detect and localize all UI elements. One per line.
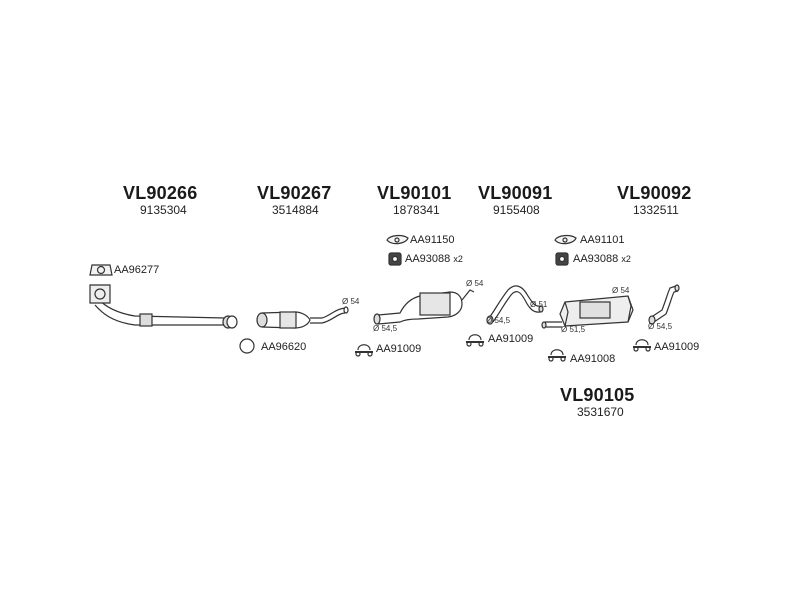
part-code-vl90092: VL90092 xyxy=(617,183,692,203)
clamp-icon xyxy=(355,344,373,357)
oem-number-vl90267: 3514884 xyxy=(272,203,319,217)
diameter-label: Ø 54 xyxy=(612,286,630,295)
flange-gasket-icon xyxy=(554,234,577,245)
part-code-vl90267: VL90267 xyxy=(257,183,332,203)
rubber-hanger-icon xyxy=(388,252,402,266)
fitting-label: AA93088 x2 xyxy=(573,253,631,265)
fitting-label: AA91008 xyxy=(570,353,616,365)
oem-number-vl90091: 9155408 xyxy=(493,203,540,217)
clamp-icon xyxy=(466,334,484,347)
clamp-icon xyxy=(548,349,566,362)
fitting-label: AA96277 xyxy=(114,264,160,276)
fitting-label: AA91009 xyxy=(376,343,422,355)
clamp-icon xyxy=(633,339,651,352)
part-code-vl90105: VL90105 xyxy=(560,385,635,405)
rear-silencer-drawing xyxy=(541,295,634,329)
oem-number-vl90266: 9135304 xyxy=(140,203,187,217)
diameter-label: Ø 54,5 xyxy=(648,322,673,331)
oem-number-vl90092: 1332511 xyxy=(633,203,679,217)
fitting-label: AA91101 xyxy=(580,234,625,246)
oem-number-vl90101: 1878341 xyxy=(393,203,440,217)
diameter-label: Ø 54,5 xyxy=(373,324,398,333)
fitting-label: AA96620 xyxy=(261,341,307,353)
tail-pipe-drawing xyxy=(648,284,680,325)
centre-silencer-drawing xyxy=(373,289,475,325)
diameter-label: Ø 54,5 xyxy=(486,316,511,325)
part-code-vl90091: VL90091 xyxy=(478,183,553,203)
diameter-label: Ø 51 xyxy=(530,300,548,309)
rubber-hanger-icon xyxy=(555,252,569,266)
flange-gasket-icon xyxy=(386,234,409,245)
oem-number-vl90105: 3531670 xyxy=(577,405,624,419)
fitting-label: AA93088 x2 xyxy=(405,253,463,265)
diameter-label: Ø 51,5 xyxy=(561,325,586,334)
diameter-label: Ø 54 xyxy=(342,297,360,306)
front-silencer-drawing xyxy=(256,306,349,329)
front-pipe-drawing xyxy=(89,284,238,329)
fitting-label: AA91150 xyxy=(410,234,455,246)
diameter-label: Ø 54 xyxy=(466,279,484,288)
part-code-vl90266: VL90266 xyxy=(123,183,198,203)
ring-gasket-icon xyxy=(239,338,255,354)
gasket-icon xyxy=(89,264,113,276)
fitting-label: AA91009 xyxy=(654,341,700,353)
part-code-vl90101: VL90101 xyxy=(377,183,452,203)
intermediate-pipe-drawing xyxy=(486,285,544,325)
fitting-label: AA91009 xyxy=(488,333,534,345)
